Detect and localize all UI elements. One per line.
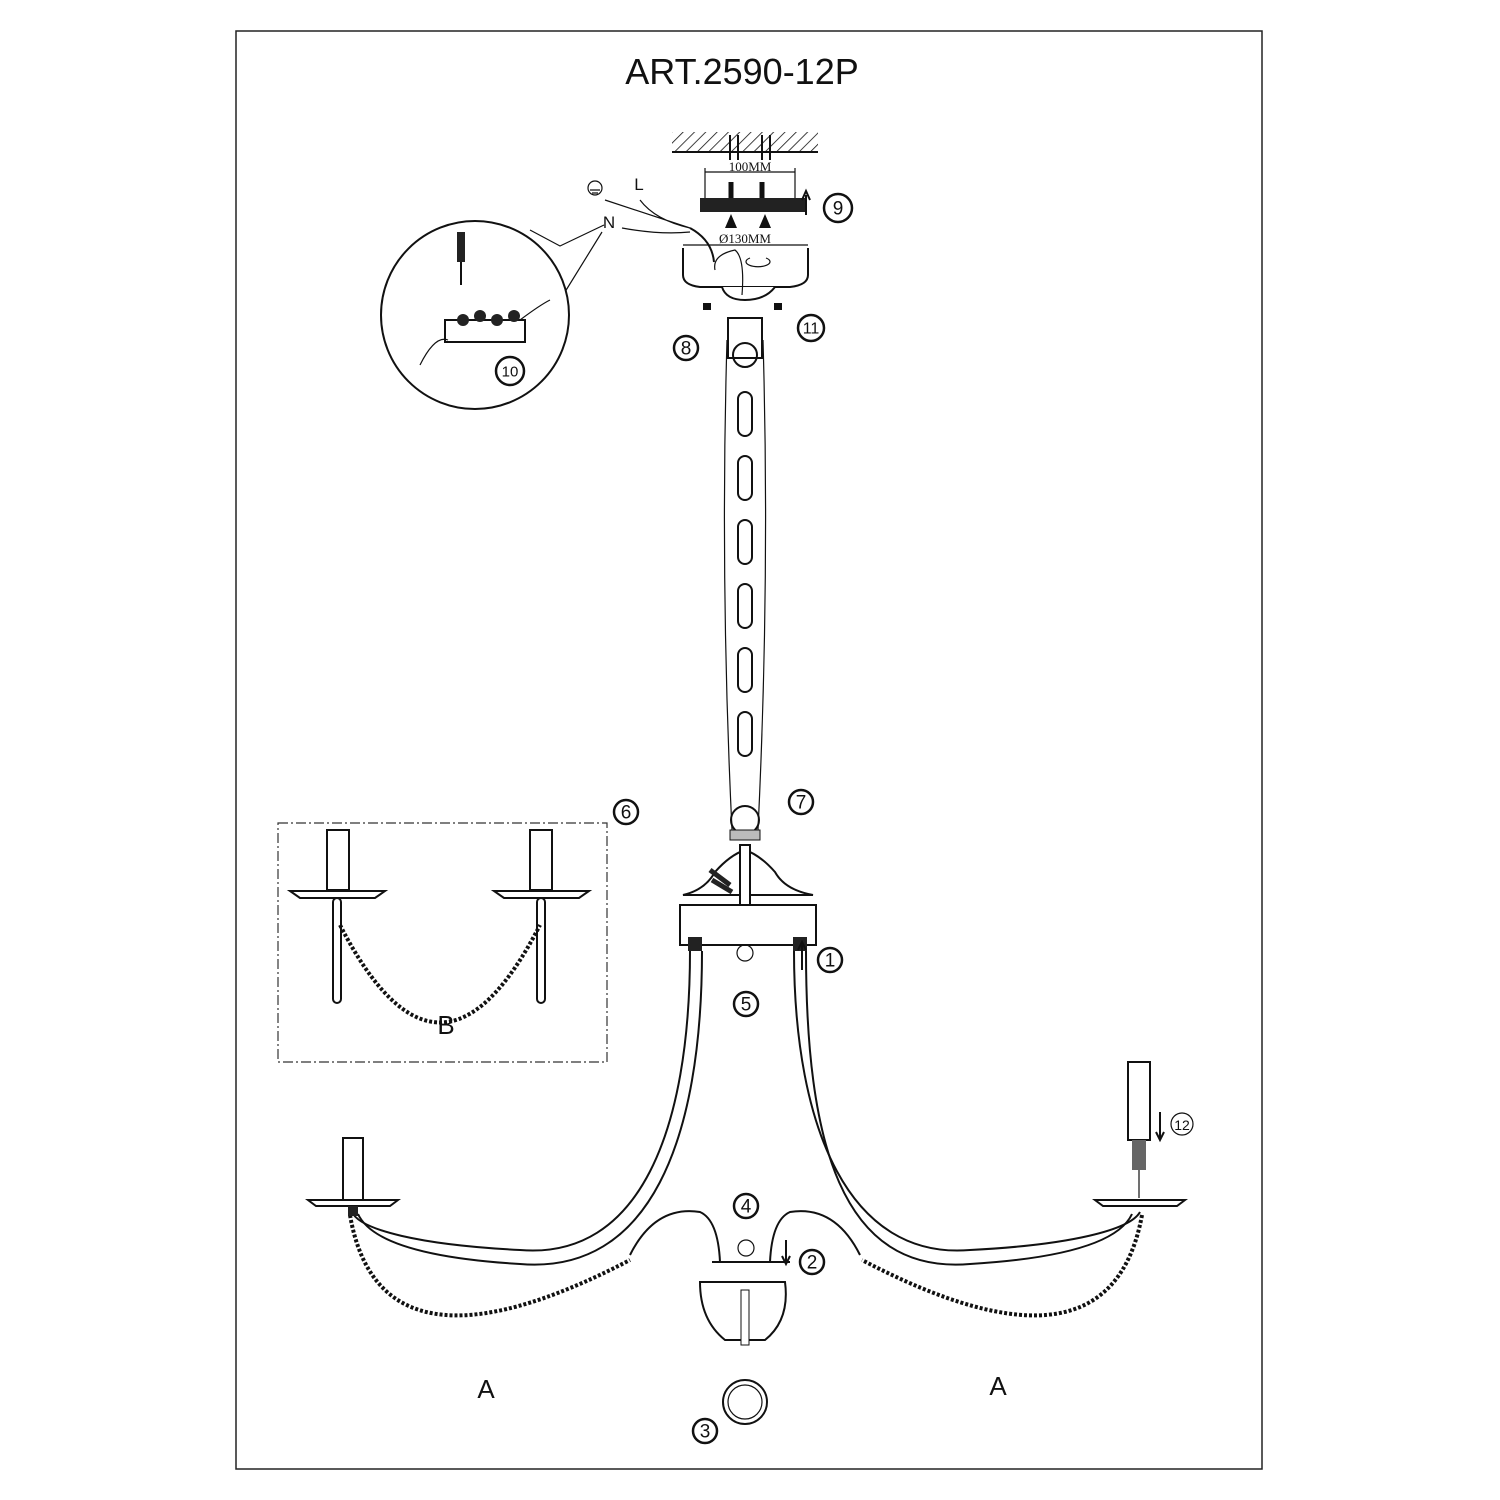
chandelier-body: [679, 844, 817, 970]
arms: [348, 950, 1144, 1318]
mounting-bracket: [700, 198, 806, 212]
svg-text:4: 4: [741, 1197, 752, 1218]
bottom-finial: [698, 1239, 791, 1425]
diagram-title: ART.2590-12P: [625, 51, 859, 92]
chain-b: [338, 924, 542, 1025]
screwdriver-icon: [457, 232, 465, 262]
chain-a-left: [348, 1214, 631, 1318]
neutral-wire-label: N: [603, 213, 615, 232]
label-b: B: [437, 1010, 454, 1040]
detail-b: B: [277, 822, 608, 1063]
page-border: [235, 30, 1263, 1470]
terminal-block: [444, 319, 526, 343]
svg-text:7: 7: [796, 793, 807, 814]
step-1: 1: [816, 946, 844, 974]
step-2: 2: [798, 1248, 826, 1276]
step-7: 7: [787, 788, 815, 816]
step-3: 3: [691, 1417, 719, 1445]
chain-a-right: [861, 1214, 1144, 1318]
live-wire-label: L: [634, 175, 643, 194]
step-11: 11: [796, 313, 826, 343]
svg-text:3: 3: [700, 1422, 711, 1443]
svg-text:8: 8: [681, 339, 692, 360]
arrow-up-icon: [801, 188, 811, 215]
candle-left: [305, 1137, 401, 1216]
label-a-left: A: [477, 1374, 495, 1404]
ceiling-mount: 100MM: [672, 132, 818, 228]
step-12: 12: [1170, 1112, 1194, 1136]
canopy-diameter-label: Ø130MM: [719, 231, 771, 246]
arrow-down-icon: [781, 1240, 791, 1267]
step-9: 9: [822, 192, 854, 224]
arrow-up-icon: [797, 939, 807, 970]
step-8: 8: [672, 334, 700, 362]
screw-icon: [725, 214, 771, 228]
step-4: 4: [732, 1192, 760, 1220]
step-10: 10: [494, 355, 526, 387]
svg-text:11: 11: [803, 321, 820, 338]
svg-text:5: 5: [741, 995, 752, 1016]
terminal-block-detail: [380, 220, 570, 410]
svg-text:9: 9: [833, 199, 844, 220]
svg-text:2: 2: [807, 1253, 818, 1274]
chain: [723, 317, 767, 841]
canopy: Ø130MM: [682, 231, 809, 310]
ground-symbol-icon: [587, 180, 603, 196]
candle-right: [1092, 1061, 1188, 1207]
arrow-down-icon: [1155, 1112, 1165, 1143]
svg-text:10: 10: [502, 364, 519, 381]
supply-wires: L N: [529, 175, 715, 301]
svg-text:6: 6: [621, 803, 632, 824]
svg-text:1: 1: [825, 951, 836, 972]
bracket-width-label: 100MM: [729, 159, 772, 174]
step-5: 5: [732, 990, 760, 1018]
rotate-icon: [745, 257, 771, 268]
step-6: 6: [612, 798, 640, 826]
label-a-right: A: [989, 1371, 1007, 1401]
svg-text:12: 12: [1174, 1117, 1190, 1133]
